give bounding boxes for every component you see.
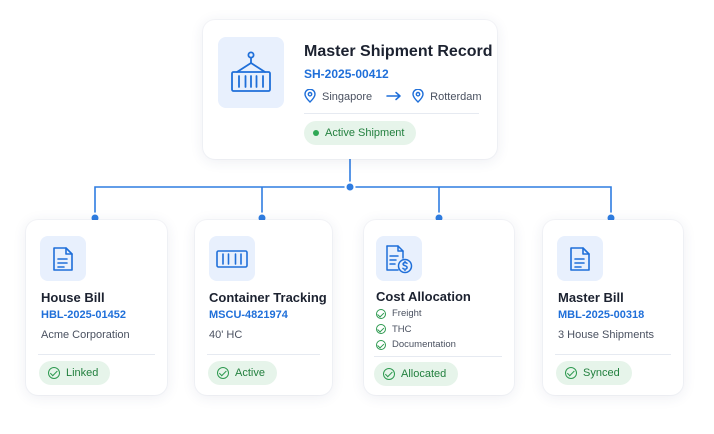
master-icon-tile <box>218 37 284 108</box>
house-bill-card[interactable]: House Bill HBL-2025-01452 Acme Corporati… <box>26 220 167 395</box>
destination-port: Rotterdam <box>430 91 482 103</box>
card-detail: Acme Corporation <box>41 329 130 341</box>
cost-item-label: THC <box>392 323 412 335</box>
shipping-container-crane-icon <box>228 51 274 95</box>
cost-icon-tile <box>376 236 422 281</box>
status-label: Allocated <box>401 368 447 380</box>
arrow-right-icon <box>386 91 402 104</box>
cost-item-label: Documentation <box>392 339 456 351</box>
card-detail: 40' HC <box>209 329 243 341</box>
check-circle-icon <box>565 367 577 379</box>
card-title: Cost Allocation <box>376 289 471 304</box>
map-pin-icon <box>412 88 424 106</box>
check-circle-icon <box>376 339 386 350</box>
card-divider <box>207 354 320 355</box>
cost-item-list: Freight THC Documentation <box>376 306 456 353</box>
card-title: Master Bill <box>558 290 624 305</box>
route: Singapore Rotterdam <box>304 88 482 106</box>
check-circle-icon <box>376 308 386 319</box>
container-icon <box>216 249 248 269</box>
status-label: Synced <box>583 367 620 379</box>
master-bill-card[interactable]: Master Bill MBL-2025-00318 3 House Shipm… <box>543 220 683 395</box>
cost-allocation-card[interactable]: Cost Allocation Freight THC Documentatio… <box>364 220 514 395</box>
cost-item-label: Freight <box>392 308 422 320</box>
container-tracking-card[interactable]: Container Tracking MSCU-4821974 40' HC A… <box>195 220 332 395</box>
card-title: House Bill <box>41 290 105 305</box>
check-circle-icon <box>383 368 395 380</box>
status-badge: Allocated <box>374 362 459 386</box>
master-shipment-id: SH-2025-00412 <box>304 67 389 81</box>
card-divider <box>374 356 502 357</box>
map-pin-icon <box>304 88 316 106</box>
house-bill-icon-tile <box>40 236 86 281</box>
check-circle-icon <box>48 367 60 379</box>
status-label: Active <box>235 367 265 379</box>
card-reference: HBL-2025-01452 <box>41 309 126 321</box>
card-reference: MBL-2025-00318 <box>558 309 645 321</box>
origin-port: Singapore <box>322 91 373 103</box>
status-label: Active Shipment <box>325 127 405 139</box>
status-label: Linked <box>66 367 99 379</box>
card-divider <box>555 354 671 355</box>
master-divider <box>304 113 479 114</box>
status-badge: Synced <box>556 361 632 385</box>
connector-node-hub <box>344 181 356 193</box>
check-circle-icon <box>376 324 386 335</box>
card-reference: MSCU-4821974 <box>209 309 288 321</box>
document-icon <box>569 246 591 272</box>
master-bill-icon-tile <box>557 236 603 281</box>
master-title: Master Shipment Record <box>304 43 493 60</box>
invoice-dollar-icon <box>384 244 414 274</box>
card-detail: 3 House Shipments <box>558 329 654 341</box>
cost-item: Freight <box>376 306 456 322</box>
status-badge: Active Shipment <box>304 121 417 145</box>
status-badge: Linked <box>39 361 111 385</box>
card-divider <box>38 354 155 355</box>
status-dot-icon <box>313 130 319 136</box>
cost-item: THC <box>376 322 456 338</box>
document-icon <box>52 246 74 272</box>
check-circle-icon <box>217 367 229 379</box>
cost-item: Documentation <box>376 337 456 353</box>
container-icon-tile <box>209 236 255 281</box>
card-title: Container Tracking <box>209 290 327 305</box>
status-badge: Active <box>208 361 277 385</box>
master-shipment-card[interactable]: Master Shipment Record SH-2025-00412 Sin… <box>203 20 497 159</box>
